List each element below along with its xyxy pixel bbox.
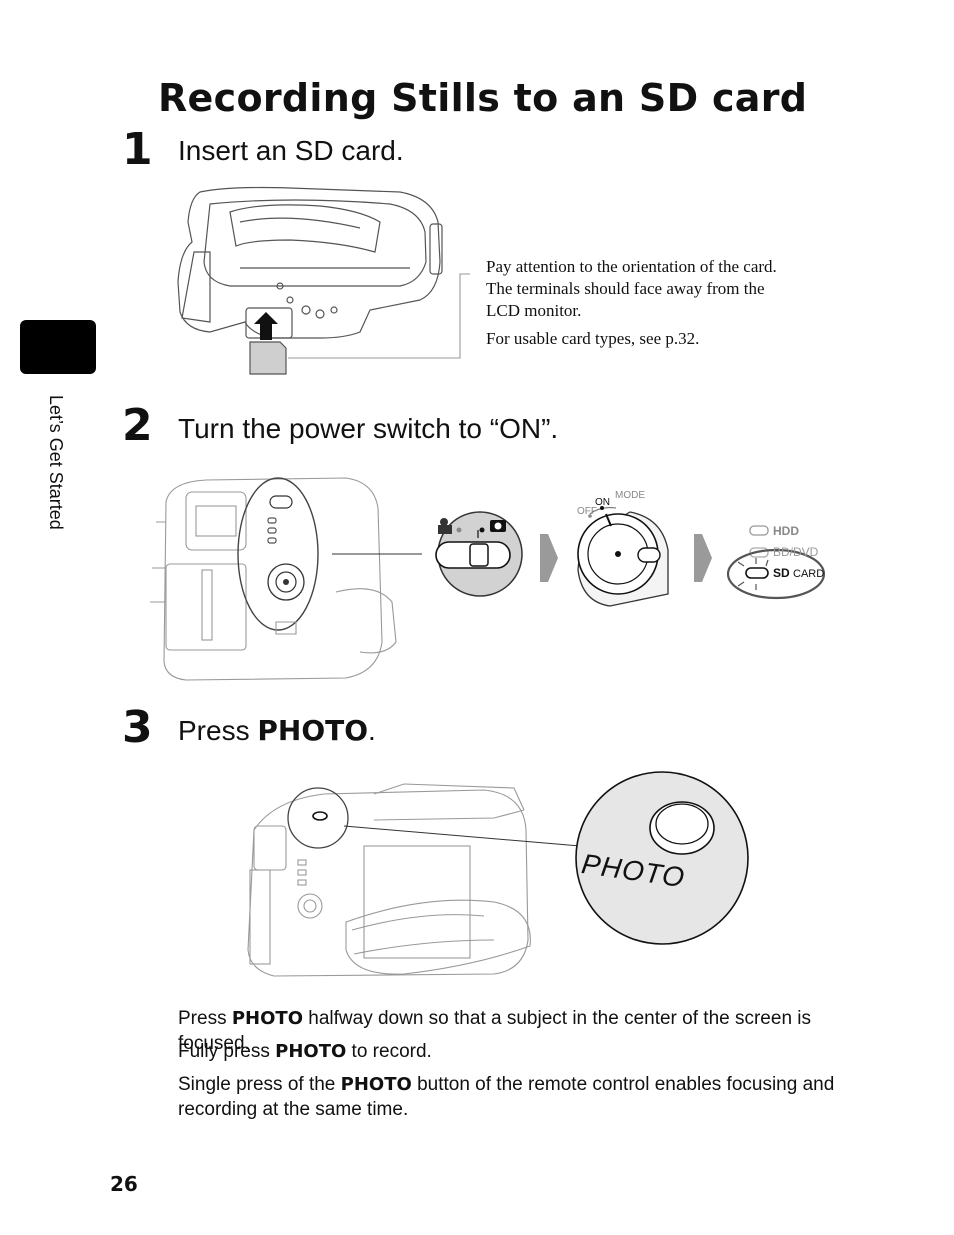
power-switch-sequence bbox=[435, 506, 826, 607]
dial-mode-label: MODE bbox=[615, 490, 645, 501]
card-label: CARD bbox=[793, 568, 825, 580]
sd-label: SD bbox=[773, 566, 790, 580]
chapter-side-label: Let’s Get Started bbox=[46, 395, 66, 530]
step-3-number: 3 bbox=[122, 702, 153, 753]
dial-on-label: ON bbox=[595, 497, 610, 508]
camera-top-panel bbox=[203, 199, 427, 287]
paragraph-3-text-a: Single press of the bbox=[178, 1074, 341, 1095]
sd-lamp bbox=[745, 567, 769, 579]
step-3-heading-bold: PHOTO bbox=[257, 714, 369, 747]
callout-text-block: Pay attention to the orientation of the … bbox=[486, 256, 777, 350]
bddvd-label: BD/DVD bbox=[773, 545, 819, 559]
paragraph-2-bold: PHOTO bbox=[275, 1041, 347, 1062]
step-1-heading: Insert an SD card. bbox=[178, 135, 404, 166]
paragraph-1-text-a: Press bbox=[178, 1008, 232, 1029]
sequence-arrow-2 bbox=[694, 534, 712, 582]
camcorder-side-illustration bbox=[150, 477, 422, 681]
paragraph-1-text-c: halfway down so that a subject in the ce… bbox=[178, 1008, 812, 1054]
callout-line-3: LCD monitor. bbox=[486, 301, 582, 320]
step-2-number: 2 bbox=[122, 400, 153, 451]
chapter-tab bbox=[20, 320, 96, 374]
step-2-heading: Turn the power switch to “ON”. bbox=[178, 413, 559, 444]
photo-button-zoom-marker bbox=[287, 787, 349, 849]
paragraph-2: Fully press PHOTO to record. bbox=[178, 1039, 838, 1064]
paragraph-3: Single press of the PHOTO button of the … bbox=[178, 1072, 838, 1122]
sd-lamp-highlight bbox=[726, 548, 826, 600]
step-1-number: 1 bbox=[122, 124, 153, 175]
photo-mode-icon bbox=[490, 520, 506, 532]
step-3-heading-suffix: . bbox=[368, 715, 376, 746]
camcorder-photo-illustration bbox=[247, 771, 749, 977]
step-3-heading-prefix: Press bbox=[178, 715, 258, 746]
page-title: Recording Stills to an SD card bbox=[158, 76, 808, 120]
step-3-heading: Press PHOTO. bbox=[178, 716, 376, 746]
sd-card bbox=[249, 341, 287, 375]
paragraph-1-bold: PHOTO bbox=[231, 1008, 303, 1029]
paragraph-2-text-a: Fully press bbox=[178, 1041, 276, 1062]
paragraph-1: Press PHOTO halfway down so that a subje… bbox=[178, 1006, 838, 1056]
paragraph-2-text-c: to record. bbox=[346, 1041, 432, 1062]
video-mode-icon bbox=[438, 518, 452, 534]
callout-line-4: For usable card types, see p.32. bbox=[486, 329, 700, 348]
dial-off-label: OFF bbox=[577, 506, 597, 517]
callout-line-2: The terminals should face away from the bbox=[486, 279, 765, 298]
bddvd-lamp bbox=[749, 547, 769, 558]
sequence-arrow-1 bbox=[540, 534, 558, 582]
insert-arrow-icon bbox=[254, 312, 278, 340]
callout-line-1: Pay attention to the orientation of the … bbox=[486, 257, 777, 276]
grip-strap bbox=[229, 204, 381, 253]
paragraph-3-bold: PHOTO bbox=[340, 1074, 412, 1095]
camcorder-card-slot-illustration bbox=[177, 186, 470, 375]
camera-body-outline bbox=[177, 186, 441, 339]
zoom-circle bbox=[237, 477, 319, 631]
paragraph-3-text-c: button of the remote control enables foc… bbox=[178, 1074, 835, 1120]
sd-card-label: SD CARD bbox=[773, 566, 824, 580]
hdd-lamp bbox=[749, 525, 769, 536]
page-number: 26 bbox=[110, 1172, 138, 1196]
hdd-label: HDD bbox=[773, 524, 799, 538]
